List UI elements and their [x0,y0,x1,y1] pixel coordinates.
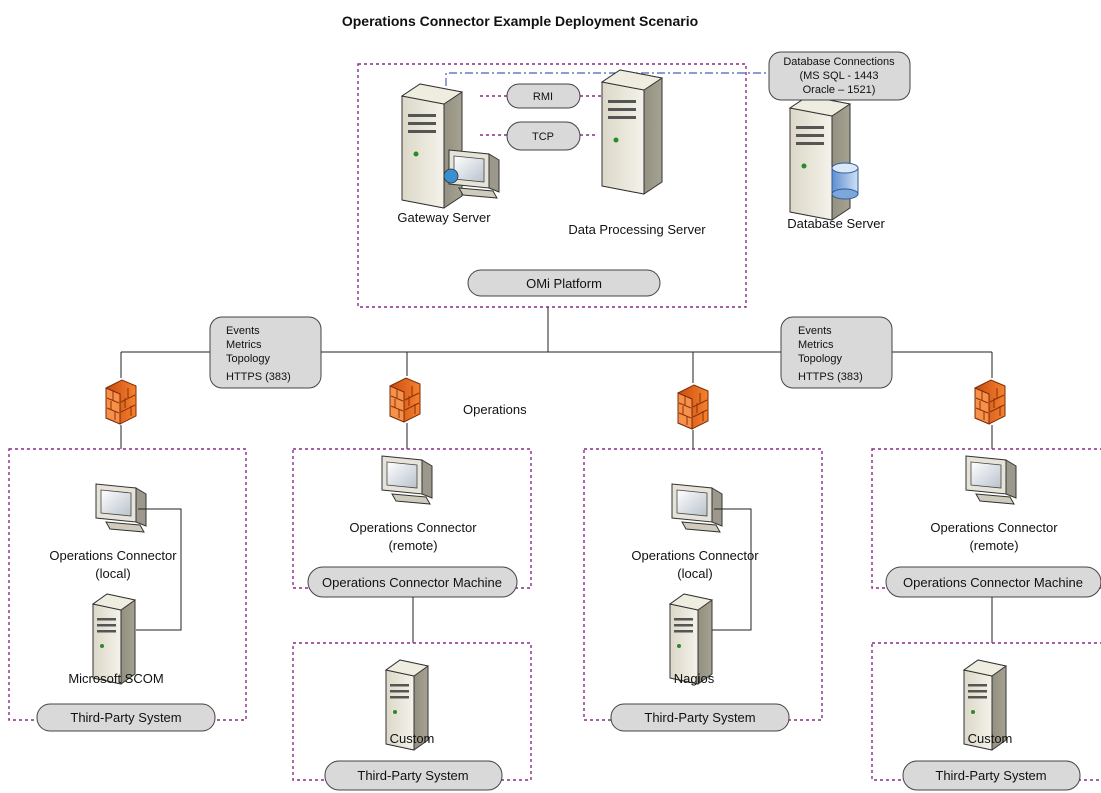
omi-platform-label: OMi Platform [526,276,602,291]
branch1-connector-line1: Operations Connector [49,548,177,563]
tcp-label: TCP [532,131,554,143]
branch4-box-pill [902,760,1081,791]
firewall-icon [105,379,137,425]
branch4-system-name: Custom [968,731,1013,746]
callout-left-line2: Metrics [226,339,262,351]
rmi-label: RMI [533,91,553,103]
db-connections-line3: Oracle – 1521) [803,84,876,96]
database-connection-line [445,72,771,118]
branch4-machine-label: Operations Connector Machine [903,575,1083,590]
db-connections-line2: (MS SQL - 1443 [799,70,878,82]
branch3-box-label: Third-Party System [644,710,755,725]
callout-left-line1: Events [226,325,260,337]
callout-right-line1: Events [798,325,832,337]
branch2-machine-label: Operations Connector Machine [322,575,502,590]
branch3-connector-line2: (local) [677,566,712,581]
diagram-title: Operations Connector Example Deployment … [342,13,698,29]
branch3-connector-line1: Operations Connector [631,548,759,563]
globe-icon [443,168,459,184]
branch1-connector-line2: (local) [95,566,130,581]
gateway-server-icon [401,83,463,209]
database-server-icon [789,95,851,221]
monitor-icon [965,455,1017,505]
branch2-connector-machine-box [292,448,532,589]
database-connections-callout [768,51,911,101]
branch1-box-label: Third-Party System [70,710,181,725]
branch3-third-party-box [583,448,823,721]
branch3-system-name: Nagios [674,671,715,686]
monitor-icon [671,483,723,533]
branch1-box-pill [36,703,216,732]
callout-left-line3: Topology [226,353,271,365]
traffic-callout-right [780,316,893,389]
branch2-system-name: Custom [390,731,435,746]
branch2-connector-line1: Operations Connector [349,520,477,535]
tcp-pill [506,121,581,151]
branch1-system-name: Microsoft SCOM [68,671,163,686]
operations-label: Operations [463,402,527,417]
gateway-server-label: Gateway Server [397,210,491,225]
data-processing-server-icon [601,69,663,195]
firewall-icon [677,384,709,430]
branch4-machine-pill [885,566,1101,598]
callout-right-line2: Metrics [798,339,834,351]
branch3-box-pill [610,703,790,732]
branch4-third-party-box [871,642,1101,781]
db-connections-line1: Database Connections [783,56,895,68]
traffic-callout-left [209,316,322,389]
database-server-label: Database Server [787,216,885,231]
omi-platform-boundary [357,63,747,308]
branch2-box-label: Third-Party System [357,768,468,783]
monitor-icon [95,483,147,533]
firewall-icon [389,377,421,423]
branch2-connector-line2: (remote) [388,538,437,553]
callout-right-line4: HTTPS (383) [798,371,863,383]
branch3-local-link [712,508,752,631]
branch4-connector-line1: Operations Connector [930,520,1058,535]
data-processing-server-label: Data Processing Server [568,222,706,237]
callout-right-line3: Topology [798,353,843,365]
branch4-box-label: Third-Party System [935,768,1046,783]
omi-platform-pill [467,269,661,297]
branch4-connector-line2: (remote) [969,538,1018,553]
firewall-icon [974,379,1006,425]
database-icon [831,162,859,200]
branch1-local-link [136,508,182,631]
callout-left-line4: HTTPS (383) [226,371,291,383]
rmi-pill [506,83,581,109]
branch2-box-pill [324,760,503,791]
monitor-icon [381,455,433,505]
